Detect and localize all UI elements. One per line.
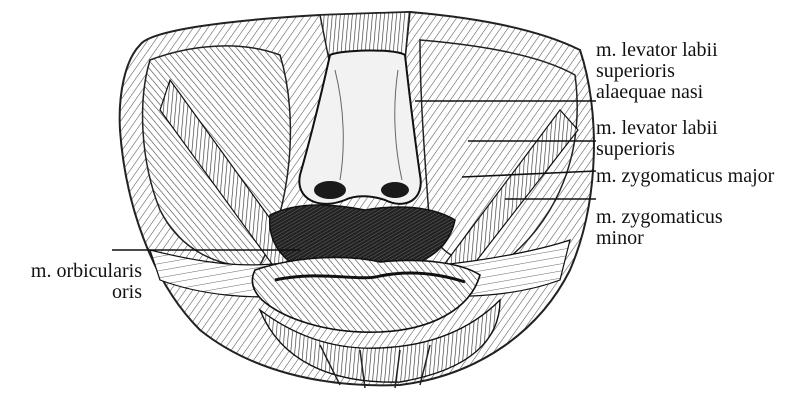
- right-nostril: [381, 182, 409, 198]
- left-nostril: [314, 181, 346, 199]
- label-zygomaticus-major: m. zygomaticus major: [596, 166, 774, 187]
- label-orbicularis-oris: m. orbicularis oris: [8, 261, 142, 303]
- label-levator-labii-superioris-alaeque-nasi: m. levator labii superioris alaequae nas…: [596, 40, 718, 103]
- label-levator-labii-superioris: m. levator labii superioris: [596, 118, 718, 160]
- label-zygomaticus-minor: m. zygomaticus minor: [596, 207, 723, 249]
